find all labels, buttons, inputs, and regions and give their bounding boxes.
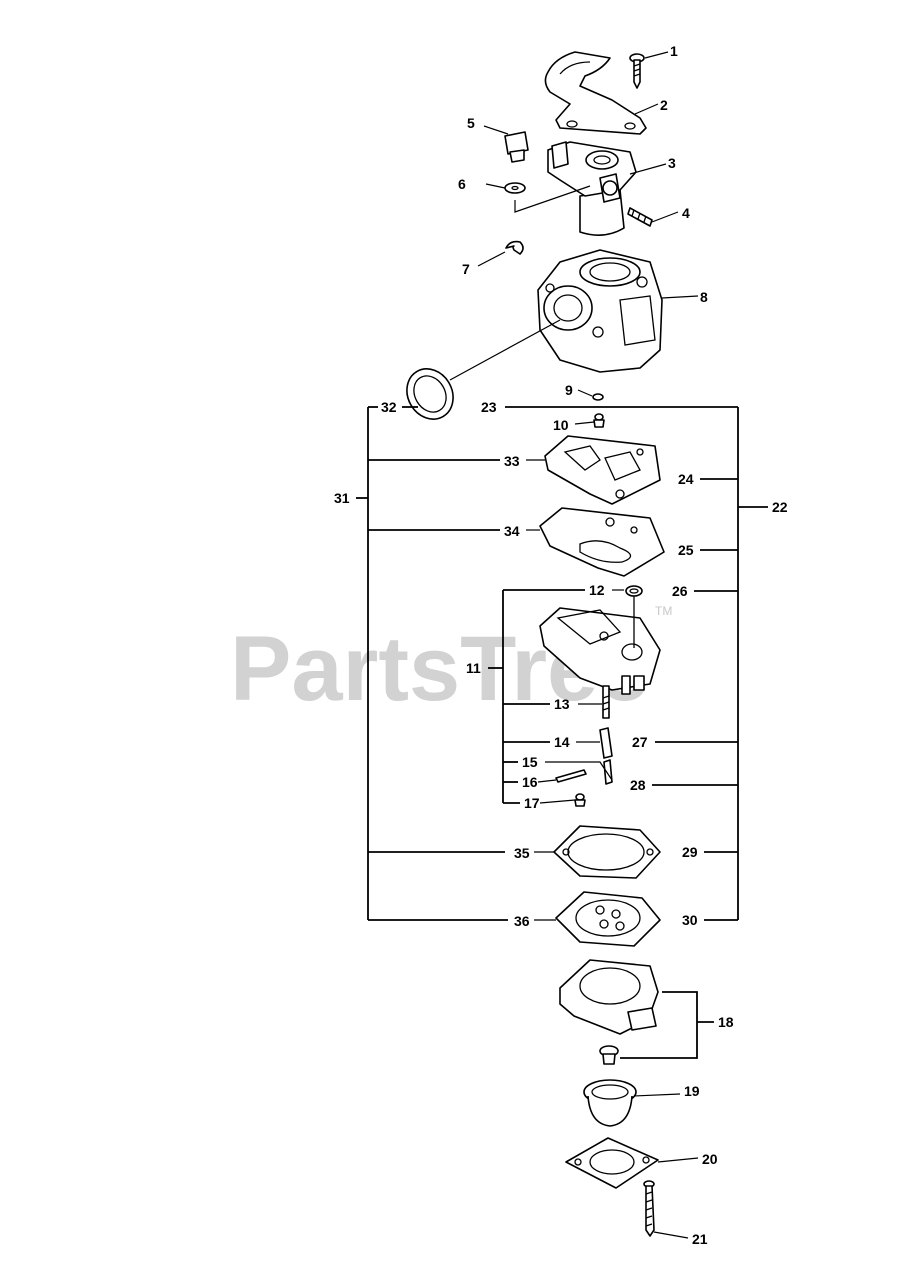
part-19-primer-bulb[interactable] <box>583 1079 637 1127</box>
part-13-needle[interactable] <box>602 685 610 719</box>
part-14-spring[interactable] <box>599 727 613 759</box>
part-36-diaphragm[interactable] <box>555 891 661 947</box>
callout-29[interactable]: 29 <box>682 844 698 860</box>
callout-3[interactable]: 3 <box>668 155 676 171</box>
callout-30[interactable]: 30 <box>682 912 698 928</box>
callout-36[interactable]: 36 <box>514 913 530 929</box>
part-35-gasket[interactable] <box>553 825 661 879</box>
part-10-screw[interactable] <box>593 413 605 428</box>
part-3-valve-body[interactable] <box>514 141 637 236</box>
callout-2[interactable]: 2 <box>660 97 668 113</box>
part-9-oring[interactable] <box>592 393 604 401</box>
callout-16[interactable]: 16 <box>522 774 538 790</box>
watermark-tm: TM <box>655 604 672 618</box>
callout-labels: 1 2 3 4 5 6 7 8 9 10 11 12 13 14 15 16 1… <box>334 43 788 1247</box>
callout-21[interactable]: 21 <box>692 1231 708 1247</box>
callout-5[interactable]: 5 <box>467 115 475 131</box>
callout-27[interactable]: 27 <box>632 734 648 750</box>
callout-26[interactable]: 26 <box>672 583 688 599</box>
part-33-gasket[interactable] <box>544 435 661 505</box>
callout-35[interactable]: 35 <box>514 845 530 861</box>
part-21-screw[interactable] <box>643 1180 655 1237</box>
callout-8[interactable]: 8 <box>700 289 708 305</box>
kit-brackets <box>356 406 768 1059</box>
callout-7[interactable]: 7 <box>462 261 470 277</box>
callout-24[interactable]: 24 <box>678 471 694 487</box>
part-16-pin[interactable] <box>555 769 587 783</box>
callout-4[interactable]: 4 <box>682 205 690 221</box>
part-34-diaphragm[interactable] <box>539 507 665 577</box>
part-18-metering-cover[interactable] <box>559 959 659 1065</box>
part-11-pump-body[interactable] <box>539 596 661 695</box>
callout-18[interactable]: 18 <box>718 1014 734 1030</box>
part-7-clip[interactable] <box>505 240 524 255</box>
callout-6[interactable]: 6 <box>458 176 466 192</box>
callout-34[interactable]: 34 <box>504 523 520 539</box>
part-8-carburetor-body[interactable] <box>537 249 663 373</box>
part-2-lever[interactable] <box>544 51 647 135</box>
part-5-cap[interactable] <box>504 131 529 163</box>
callout-32[interactable]: 32 <box>381 399 397 415</box>
callout-19[interactable]: 19 <box>684 1083 700 1099</box>
callout-28[interactable]: 28 <box>630 777 646 793</box>
callout-13[interactable]: 13 <box>554 696 570 712</box>
part-15-lever[interactable] <box>545 759 613 785</box>
callout-25[interactable]: 25 <box>678 542 694 558</box>
callout-1[interactable]: 1 <box>670 43 678 59</box>
callout-10[interactable]: 10 <box>553 417 569 433</box>
callout-15[interactable]: 15 <box>522 754 538 770</box>
callout-17[interactable]: 17 <box>524 795 540 811</box>
callout-20[interactable]: 20 <box>702 1151 718 1167</box>
callout-14[interactable]: 14 <box>554 734 570 750</box>
callout-23[interactable]: 23 <box>481 399 497 415</box>
callout-12[interactable]: 12 <box>589 582 605 598</box>
part-32-gasket-ring[interactable] <box>398 319 561 428</box>
callout-11[interactable]: 11 <box>466 660 481 676</box>
part-4-screw[interactable] <box>627 207 653 227</box>
callout-31[interactable]: 31 <box>334 490 350 506</box>
part-17-screw[interactable] <box>574 793 586 807</box>
part-6-washer[interactable] <box>504 182 526 194</box>
callout-33[interactable]: 33 <box>504 453 520 469</box>
part-20-retainer[interactable] <box>565 1137 659 1189</box>
part-1-screw[interactable] <box>629 53 645 89</box>
callout-22[interactable]: 22 <box>772 499 788 515</box>
leader-lines <box>477 51 699 1239</box>
part-26-valve[interactable] <box>625 585 643 597</box>
callout-9[interactable]: 9 <box>565 382 573 398</box>
